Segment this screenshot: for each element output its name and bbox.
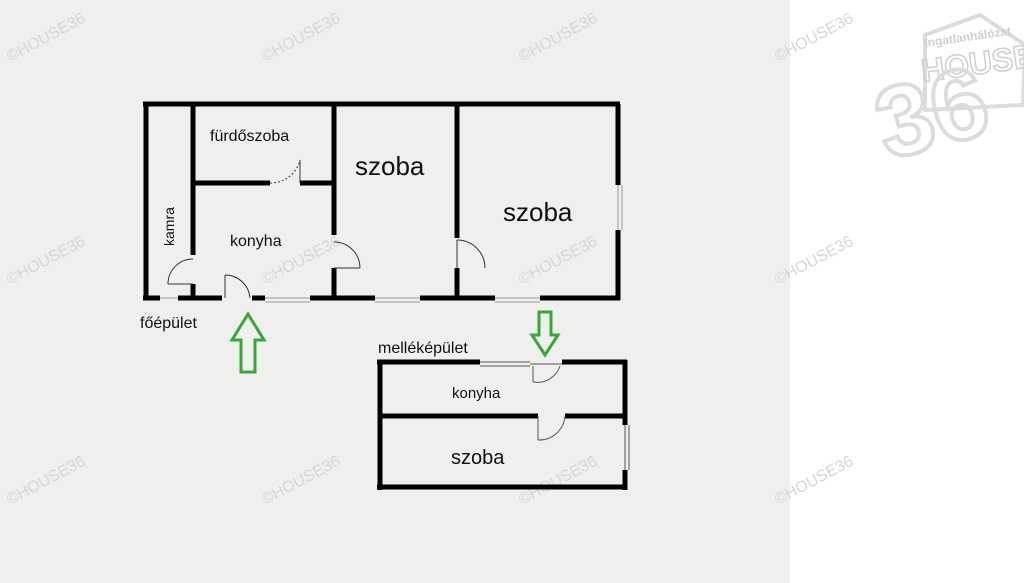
entrance-arrow-down-icon xyxy=(529,310,561,358)
watermark: ©HOUSE36 xyxy=(516,453,600,509)
room-label-room1: szoba xyxy=(355,151,425,181)
watermark: ©HOUSE36 xyxy=(4,233,88,289)
annex-windows-doors xyxy=(480,361,630,470)
room-label-room2: szoba xyxy=(503,197,573,227)
watermark: ©HOUSE36 xyxy=(516,233,600,289)
room-label-annex-room: szoba xyxy=(451,447,505,469)
main-doors xyxy=(167,159,486,299)
room-label-annex-kitchen: konyha xyxy=(452,385,501,402)
entrance-arrow-up-icon xyxy=(229,311,267,374)
room-label-kitchen: konyha xyxy=(230,233,282,250)
watermark: ©HOUSE36 xyxy=(772,233,856,289)
main-windows xyxy=(160,185,623,303)
annex-building xyxy=(377,359,628,490)
watermark: ©HOUSE36 xyxy=(259,10,343,66)
watermark: ©HOUSE36 xyxy=(772,453,856,509)
watermark: ©HOUSE36 xyxy=(516,10,600,66)
watermarks: ©HOUSE36 ©HOUSE36 ©HOUSE36 ©HOUSE36 ©HOU… xyxy=(4,10,856,509)
room-label-kamra: kamra xyxy=(161,207,177,246)
watermark: ©HOUSE36 xyxy=(772,10,856,66)
watermark: ©HOUSE36 xyxy=(259,453,343,509)
room-label-bathroom: fürdőszoba xyxy=(210,128,289,145)
watermark: ©HOUSE36 xyxy=(4,10,88,66)
watermark: ©HOUSE36 xyxy=(4,453,88,509)
building-label-annex: melléképület xyxy=(378,340,468,357)
house36-logo: Ingatlanhálózat HOUSE 36 xyxy=(862,12,1024,183)
building-label-main: főépület xyxy=(140,315,197,332)
main-building xyxy=(143,101,621,301)
